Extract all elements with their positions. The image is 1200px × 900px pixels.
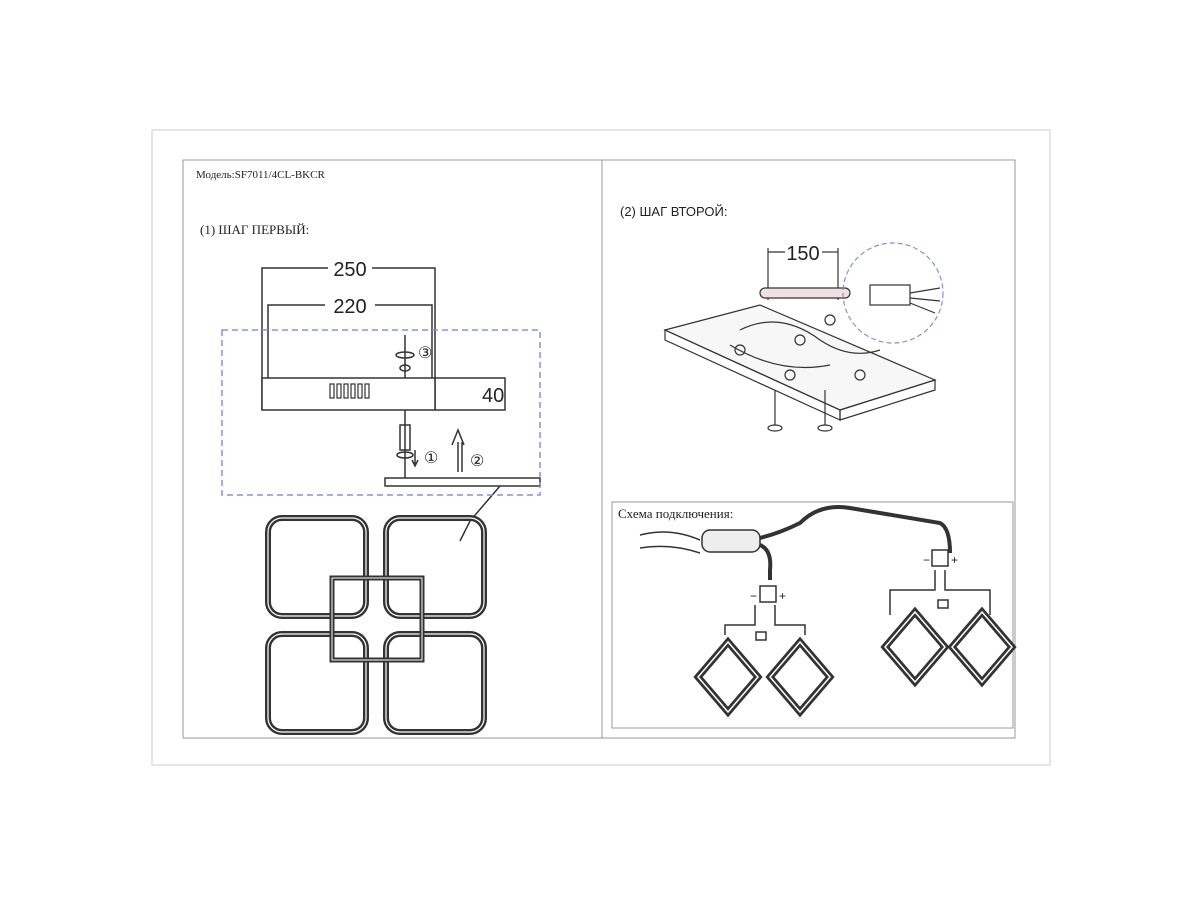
mounting-plate-drawing	[663, 242, 944, 432]
dim-40: 40	[482, 385, 504, 407]
callout-3: ③	[418, 345, 432, 362]
wiring-diagram	[639, 505, 1017, 718]
polarity-minus-1: −	[750, 589, 757, 603]
polarity-plus-1: +	[779, 589, 786, 603]
inner-frame	[182, 159, 1016, 739]
step1-title: (1) ШАГ ПЕРВЫЙ:	[200, 222, 309, 237]
outer-frame	[151, 129, 1051, 766]
dim-220: 220	[333, 296, 366, 318]
wiring-title: Схема подключения:	[618, 506, 733, 521]
detail-callout-box	[221, 329, 541, 496]
side-view-drawing	[261, 267, 541, 542]
model-label: Модель:SF7011/4CL-BKCR	[196, 169, 325, 181]
step2-title: (2) ШАГ ВТОРОЙ:	[620, 204, 727, 219]
top-view-lamp	[265, 515, 487, 735]
polarity-plus-2: +	[951, 553, 958, 567]
polarity-minus-2: −	[923, 553, 930, 567]
wiring-box	[611, 501, 1014, 729]
dim-150: 150	[786, 243, 819, 265]
callout-1: ①	[424, 450, 438, 467]
callout-2: ②	[470, 453, 484, 470]
dim-250: 250	[333, 259, 366, 281]
